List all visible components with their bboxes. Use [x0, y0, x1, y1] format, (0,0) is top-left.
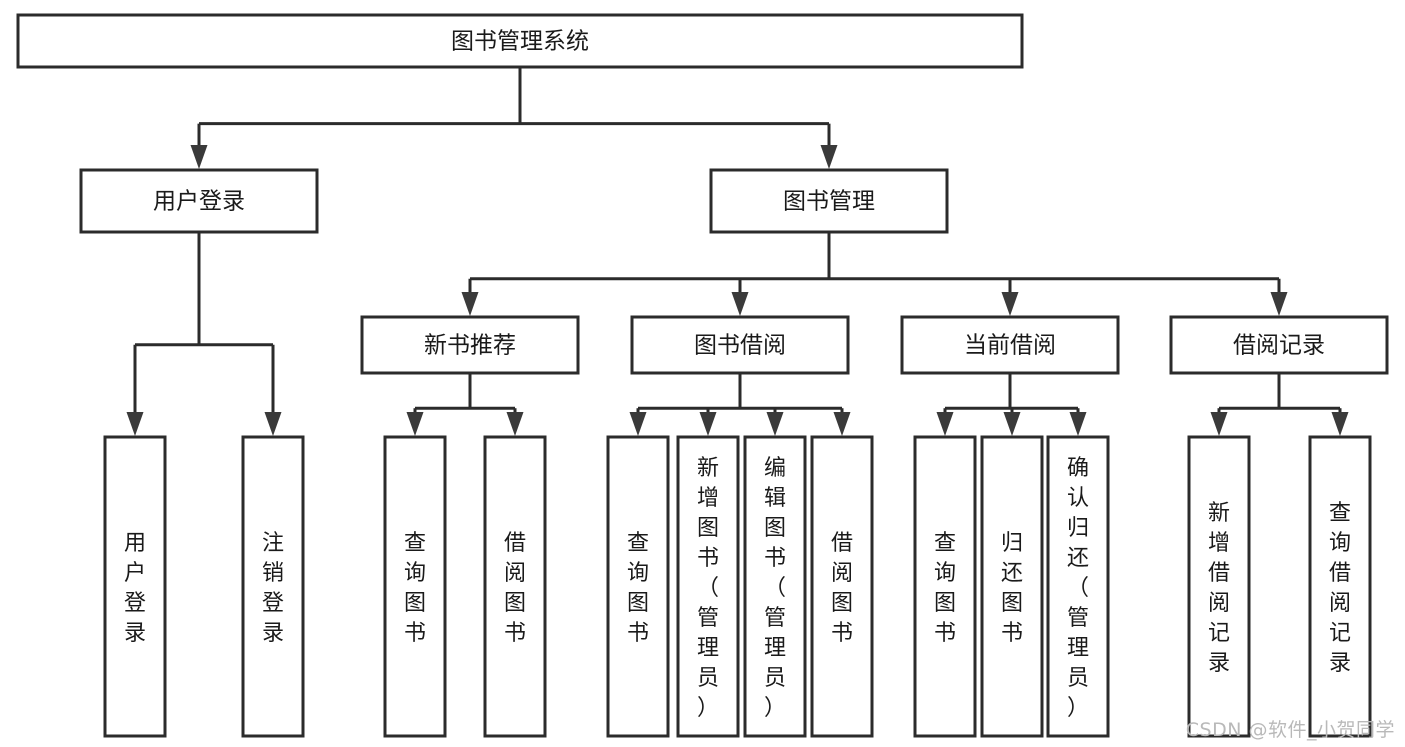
node-root[interactable]: 图书管理系统	[16, 13, 1024, 69]
arrow-head-icon	[1001, 292, 1019, 316]
node-l_add_record[interactable]: 新增借阅记录	[1187, 435, 1251, 738]
node-box[interactable]	[1046, 435, 1110, 738]
node-box[interactable]	[980, 435, 1044, 738]
node-box[interactable]	[606, 435, 670, 738]
node-l_add_book[interactable]: 新增图书（管理员）	[676, 435, 740, 738]
node-box[interactable]	[810, 435, 874, 738]
arrow-head-icon	[766, 412, 784, 436]
node-label: 借阅图书	[504, 531, 526, 646]
arrow-head-icon	[629, 412, 647, 436]
node-l_borrow_book_a[interactable]: 借阅图书	[483, 435, 547, 738]
node-box[interactable]	[103, 435, 167, 738]
node-label: 注销登录	[262, 531, 284, 646]
connectors-layer	[126, 67, 1349, 436]
node-box[interactable]	[383, 435, 447, 738]
arrow-head-icon	[1069, 412, 1087, 436]
node-l_confirm_return[interactable]: 确认归还（管理员）	[1046, 435, 1110, 738]
node-l_return_book[interactable]: 归还图书	[980, 435, 1044, 738]
node-l_query_record[interactable]: 查询借阅记录	[1308, 435, 1372, 738]
node-l_query_book_c[interactable]: 查询图书	[913, 435, 977, 738]
node-n_new_rec[interactable]: 新书推荐	[360, 315, 580, 375]
node-label: 查询图书	[404, 531, 426, 646]
arrow-head-icon	[1003, 412, 1021, 436]
node-label: 借阅记录	[1233, 333, 1325, 359]
node-label: 新增借阅记录	[1208, 501, 1230, 676]
node-l_query_book_b[interactable]: 查询图书	[606, 435, 670, 738]
arrow-head-icon	[1331, 412, 1349, 436]
node-n_records[interactable]: 借阅记录	[1169, 315, 1389, 375]
node-label: 当前借阅	[964, 333, 1056, 359]
arrow-head-icon	[833, 412, 851, 436]
node-box[interactable]	[1169, 315, 1389, 375]
node-n_borrow[interactable]: 图书借阅	[630, 315, 850, 375]
node-label: 图书管理系统	[451, 29, 589, 55]
node-label: 查询借阅记录	[1329, 501, 1351, 676]
arrow-head-icon	[264, 412, 282, 436]
node-box[interactable]	[360, 315, 580, 375]
node-box[interactable]	[79, 168, 319, 234]
node-l_logout[interactable]: 注销登录	[241, 435, 305, 738]
node-box[interactable]	[913, 435, 977, 738]
node-box[interactable]	[709, 168, 949, 234]
node-box[interactable]	[483, 435, 547, 738]
arrow-head-icon	[126, 412, 144, 436]
node-l_query_book_a[interactable]: 查询图书	[383, 435, 447, 738]
node-n_current[interactable]: 当前借阅	[900, 315, 1120, 375]
arrow-head-icon	[699, 412, 717, 436]
node-label: 归还图书	[1001, 531, 1023, 646]
node-label: 用户登录	[124, 531, 146, 646]
node-box[interactable]	[241, 435, 305, 738]
arrow-head-icon	[461, 292, 479, 316]
node-label: 编辑图书（管理员）	[764, 456, 786, 721]
node-label: 新书推荐	[424, 333, 516, 359]
arrow-head-icon	[936, 412, 954, 436]
node-l_user_login[interactable]: 用户登录	[103, 435, 167, 738]
node-label: 图书借阅	[694, 333, 786, 359]
node-box[interactable]	[16, 13, 1024, 69]
nodes-layer: 图书管理系统用户登录图书管理新书推荐图书借阅当前借阅借阅记录用户登录注销登录查询…	[16, 13, 1389, 738]
node-l_edit_book[interactable]: 编辑图书（管理员）	[743, 435, 807, 738]
node-label: 借阅图书	[831, 531, 853, 646]
arrow-head-icon	[731, 292, 749, 316]
arrow-head-icon	[820, 145, 838, 169]
node-label: 确认归还（管理员）	[1067, 456, 1089, 721]
node-l_borrow_book_b[interactable]: 借阅图书	[810, 435, 874, 738]
node-box[interactable]	[630, 315, 850, 375]
node-label: 查询图书	[627, 531, 649, 646]
arrow-head-icon	[1210, 412, 1228, 436]
node-label: 查询图书	[934, 531, 956, 646]
node-label: 用户登录	[153, 189, 245, 215]
node-box[interactable]	[743, 435, 807, 738]
node-box[interactable]	[900, 315, 1120, 375]
node-label: 新增图书（管理员）	[697, 456, 719, 721]
watermark-label: CSDN @软件_小贺同学	[1185, 719, 1395, 741]
node-label: 图书管理	[783, 189, 875, 215]
node-box[interactable]	[1187, 435, 1251, 738]
arrow-head-icon	[406, 412, 424, 436]
node-box[interactable]	[676, 435, 740, 738]
arrow-head-icon	[506, 412, 524, 436]
arrow-head-icon	[1270, 292, 1288, 316]
node-n_book_mgmt[interactable]: 图书管理	[709, 168, 949, 234]
node-box[interactable]	[1308, 435, 1372, 738]
node-n_user_login[interactable]: 用户登录	[79, 168, 319, 234]
arrow-head-icon	[190, 145, 208, 169]
